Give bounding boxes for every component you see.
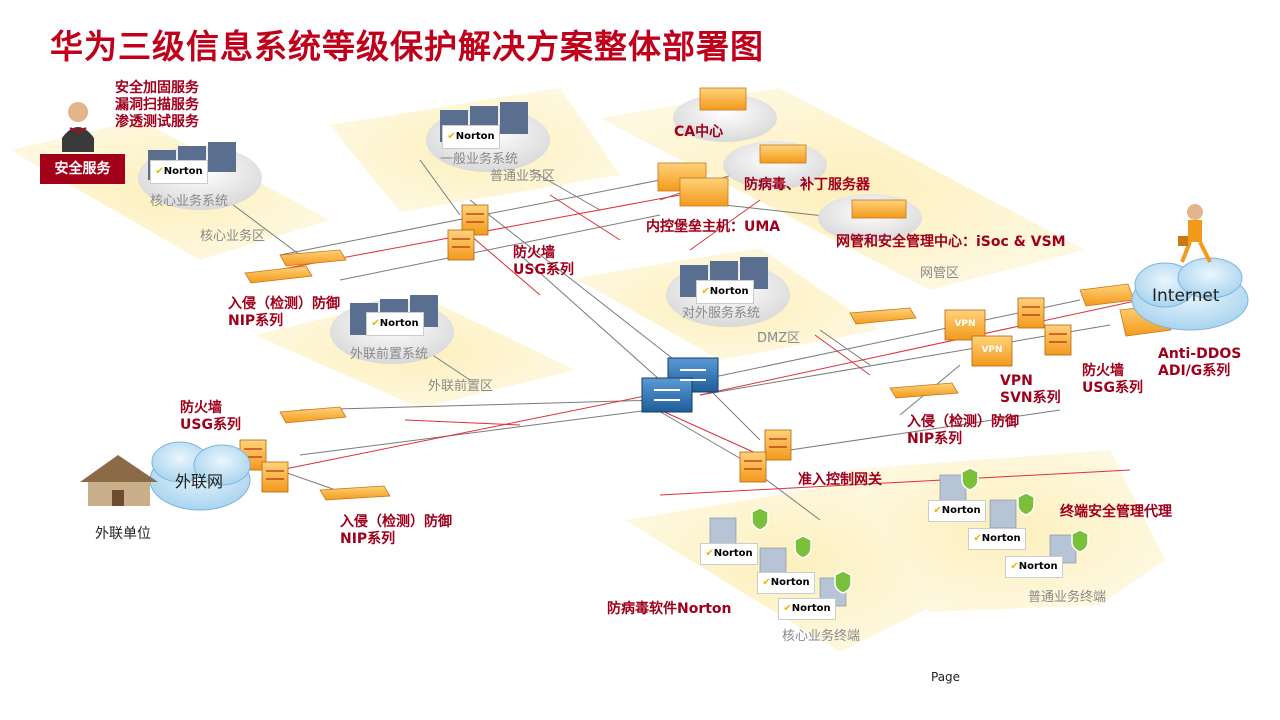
norton-badge-term-1: ✔Norton — [700, 543, 758, 565]
service-item-vuln-scan: 漏洞扫描服务 — [115, 97, 199, 113]
vpn-line1: VPN — [1000, 373, 1033, 389]
security-service-badge: 安全服务 — [40, 154, 125, 184]
firewall-center-line1: 防火墙 — [513, 245, 555, 261]
norton-text: Norton — [379, 318, 419, 329]
vpn-devices — [944, 309, 1013, 367]
service-item-hardening: 安全加固服务 — [115, 80, 199, 96]
nip-ext-line2: NIP系列 — [340, 531, 396, 547]
norton-badge-general: ✔Norton — [442, 125, 500, 149]
internet-cloud — [1131, 257, 1249, 331]
shield-icons — [751, 467, 1089, 594]
checkmark-icon: ✔ — [783, 603, 792, 614]
norton-badge-term-4: ✔Norton — [928, 500, 986, 522]
checkmark-icon: ✔ — [933, 505, 942, 516]
external-unit-label: 外联单位 — [95, 526, 151, 542]
ellipse-ca — [673, 94, 777, 142]
firewall-right-label: 防火墙 USG系列 — [1082, 363, 1143, 397]
norton-text: Norton — [1018, 561, 1058, 572]
core-switch — [641, 357, 719, 413]
checkmark-icon: ✔ — [762, 577, 771, 588]
firewall-ext-line2: USG系列 — [180, 417, 241, 433]
zone-label-general-business: 普通业务区 — [490, 169, 556, 184]
page-footer: Page — [931, 670, 961, 684]
zone-label-netmgmt: 网管区 — [920, 266, 960, 281]
appliance-devices — [244, 87, 1172, 501]
house-icon — [80, 455, 158, 506]
system-label-general: 一般业务系统 — [440, 152, 519, 167]
internet-label: Internet — [1152, 286, 1220, 306]
norton-badge-term-3: ✔Norton — [778, 598, 836, 620]
page-title: 华为三级信息系统等级保护解决方案整体部署图 — [50, 27, 764, 66]
system-label-core: 核心业务系统 — [150, 194, 229, 209]
service-item-pentest: 渗透测试服务 — [115, 114, 199, 130]
norton-badge-term-2: ✔Norton — [757, 572, 815, 594]
ca-center-label: CA中心 — [674, 124, 724, 140]
system-label-ext-service: 对外服务系统 — [682, 306, 761, 321]
norton-badge-term-5: ✔Norton — [968, 528, 1026, 550]
system-label-core-terminal: 核心业务终端 — [782, 629, 861, 644]
firewall-center-label: 防火墙 USG系列 — [513, 245, 574, 279]
norton-badge-core: ✔Norton — [150, 160, 208, 184]
norton-text: Norton — [791, 603, 831, 614]
firewall-ext-line1: 防火墙 — [180, 400, 222, 416]
system-label-ext-pre: 外联前置系统 — [350, 347, 429, 362]
norton-text: Norton — [770, 577, 810, 588]
firewall-right-line1: 防火墙 — [1082, 363, 1124, 379]
anti-ddos-label: Anti-DDOS ADI/G系列 — [1158, 346, 1241, 380]
norton-badge-term-6: ✔Norton — [1005, 556, 1063, 578]
norton-text: Norton — [713, 548, 753, 559]
norton-text: Norton — [709, 286, 749, 297]
nip-right-line1: 入侵（检测）防御 — [907, 414, 1019, 430]
vpn-device-label-1: VPN — [954, 319, 976, 329]
terminal-agent-label: 终端安全管理代理 — [1060, 504, 1172, 520]
antivirus-patch-label: 防病毒、补丁服务器 — [744, 177, 870, 193]
anti-ddos-line1: Anti-DDOS — [1158, 346, 1242, 362]
extranet-cloud — [149, 441, 251, 511]
internet-user-icon — [1178, 204, 1212, 263]
norton-text: Norton — [981, 533, 1021, 544]
antivirus-norton-label: 防病毒软件Norton — [607, 601, 732, 617]
security-service-list: 安全加固服务 漏洞扫描服务 渗透测试服务 — [115, 80, 199, 131]
nip-right-label: 入侵（检测）防御 NIP系列 — [907, 414, 1019, 448]
nip-ext-line1: 入侵（检测）防御 — [340, 514, 452, 530]
vpn-device-label-2: VPN — [981, 345, 1003, 355]
norton-badge-ext-pre: ✔Norton — [366, 312, 424, 336]
checkmark-icon: ✔ — [705, 548, 714, 559]
bastion-host-label: 内控堡垒主机：UMA — [646, 219, 781, 235]
norton-text: Norton — [455, 131, 495, 142]
checkmark-icon: ✔ — [371, 318, 380, 329]
nip-left-line1: 入侵（检测）防御 — [228, 296, 340, 312]
vpn-label: VPN SVN系列 — [1000, 373, 1061, 407]
firewall-ext-label: 防火墙 USG系列 — [180, 400, 241, 434]
checkmark-icon: ✔ — [447, 131, 456, 142]
nip-left-line2: NIP系列 — [228, 313, 284, 329]
firewall-right-line2: USG系列 — [1082, 380, 1143, 396]
support-person-icon — [62, 102, 94, 152]
firewall-center-line2: USG系列 — [513, 262, 574, 278]
checkmark-icon: ✔ — [701, 286, 710, 297]
vpn-line2: SVN系列 — [1000, 390, 1061, 406]
netmgmt-center-label: 网管和安全管理中心：iSoc & VSM — [836, 234, 1066, 250]
norton-text: Norton — [941, 505, 981, 516]
checkmark-icon: ✔ — [1010, 561, 1019, 572]
norton-badge-ext-service: ✔Norton — [696, 280, 754, 304]
checkmark-icon: ✔ — [155, 166, 164, 177]
nip-left-label: 入侵（检测）防御 NIP系列 — [228, 296, 340, 330]
norton-text: Norton — [163, 166, 203, 177]
nip-right-line2: NIP系列 — [907, 431, 963, 447]
zone-label-external-pre: 外联前置区 — [428, 379, 494, 394]
nip-ext-label: 入侵（检测）防御 NIP系列 — [340, 514, 452, 548]
extranet-label: 外联网 — [175, 472, 224, 491]
system-label-general-terminal: 普通业务终端 — [1028, 590, 1107, 605]
anti-ddos-line2: ADI/G系列 — [1158, 363, 1231, 379]
checkmark-icon: ✔ — [973, 533, 982, 544]
nac-gateway-label: 准入控制网关 — [798, 472, 882, 488]
zone-label-dmz: DMZ区 — [757, 331, 801, 346]
zone-label-core-business: 核心业务区 — [200, 229, 266, 244]
